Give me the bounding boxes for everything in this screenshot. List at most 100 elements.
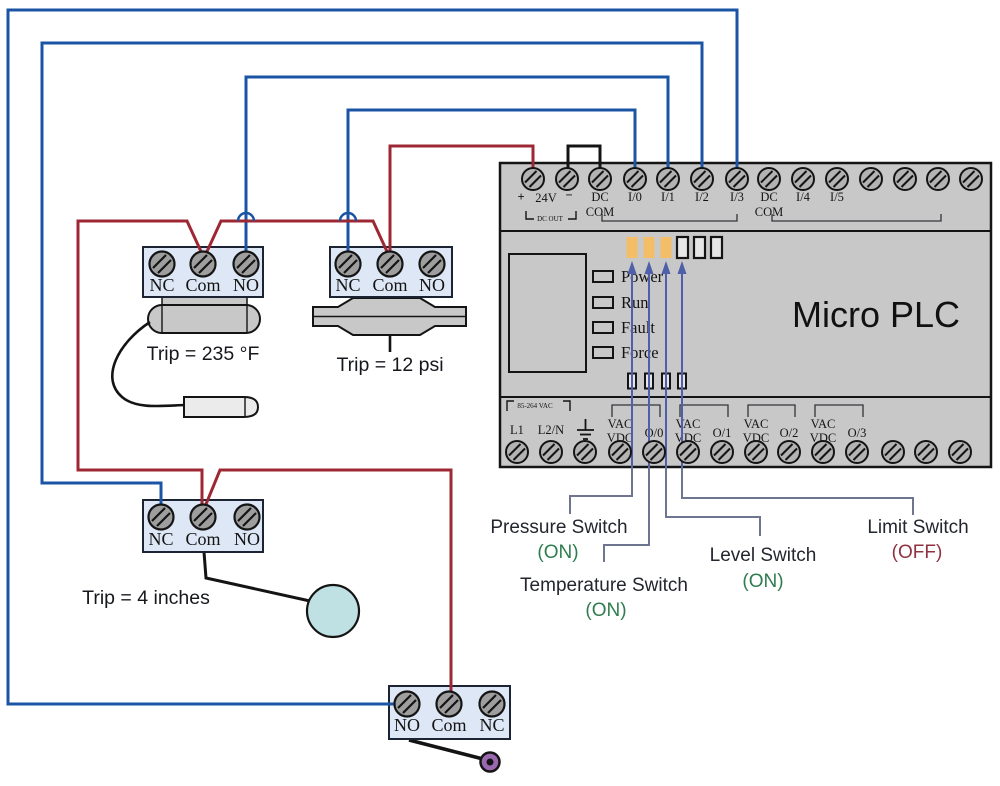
vdc1: VDC bbox=[607, 431, 633, 445]
dc-out-label: DC OUT bbox=[537, 215, 564, 223]
terminal-o3 bbox=[845, 440, 869, 464]
wires bbox=[6, 8, 739, 706]
arrowhead-temp bbox=[644, 261, 654, 274]
dc-com1-com: COM bbox=[586, 205, 614, 219]
temp-com-label: Com bbox=[185, 275, 220, 295]
wire-hop-1 bbox=[236, 211, 256, 222]
level-trip-label: Trip = 4 inches bbox=[82, 587, 210, 609]
wire-i2-level-nc bbox=[40, 41, 704, 511]
terminal-bspare-3 bbox=[948, 440, 972, 464]
temperature-switch-label: Temperature Switch bbox=[520, 575, 688, 596]
indicator-i3-off bbox=[675, 235, 690, 260]
vdc4: VDC bbox=[810, 431, 836, 445]
terminal-dc-com-1 bbox=[588, 167, 612, 191]
terminal-i0 bbox=[623, 167, 647, 191]
connector-temp-label bbox=[603, 467, 650, 562]
arrowhead-limit bbox=[677, 261, 687, 274]
rating-bracket-left bbox=[506, 400, 514, 411]
pressure-switch-label: Pressure Switch bbox=[490, 517, 627, 538]
output0-bracket bbox=[611, 404, 661, 417]
vac3: VAC bbox=[744, 417, 769, 431]
input-group1-bracket bbox=[601, 214, 738, 222]
terminal-i2 bbox=[690, 167, 714, 191]
o2-label: O/2 bbox=[780, 426, 799, 440]
plus-label: + bbox=[517, 190, 524, 204]
pressure-switch-state: (ON) bbox=[537, 542, 578, 563]
pressure-nc-label: NC bbox=[335, 275, 360, 295]
switch-annotations: Pressure Switch (ON) Temperature Switch … bbox=[490, 517, 968, 621]
plc-body bbox=[498, 161, 993, 469]
wire-i0-pressure-nc bbox=[346, 108, 637, 258]
temp-no-screw bbox=[232, 250, 260, 278]
connector-level-label bbox=[665, 467, 761, 536]
dc-com2-dc: DC bbox=[760, 190, 777, 204]
pressure-no-label: NO bbox=[419, 275, 445, 295]
force-led-label: Force bbox=[621, 343, 659, 362]
pressure-com-screw bbox=[376, 250, 404, 278]
wire-i1-temp-no bbox=[244, 75, 670, 258]
terminal-ground bbox=[573, 440, 597, 464]
terminal-o1 bbox=[710, 440, 734, 464]
i5-label: I/5 bbox=[830, 190, 844, 204]
dc-com2-com: COM bbox=[755, 205, 783, 219]
output1-bracket bbox=[679, 404, 729, 417]
level-no-screw bbox=[233, 503, 261, 531]
terminal-o2 bbox=[777, 440, 801, 464]
float-arm bbox=[202, 551, 311, 603]
dc-com1-dc: DC bbox=[591, 190, 608, 204]
temp-capillary-wire bbox=[111, 320, 185, 408]
limit-no-label: NO bbox=[394, 715, 420, 735]
i2-label: I/2 bbox=[695, 190, 709, 204]
plc-module-panel bbox=[508, 253, 587, 373]
level-nc-screw bbox=[147, 503, 175, 531]
dc-com-jumper-wire bbox=[566, 144, 602, 171]
block-terminal-labels: NC Com NO NC Com NO NC Com NO NO Com NC bbox=[148, 275, 504, 735]
vac4: VAC bbox=[811, 417, 836, 431]
limit-no-screw bbox=[393, 690, 421, 718]
micro-plc: Power Run Fault Force Micro PLC + 24V − bbox=[498, 161, 993, 469]
terminal-spare-4 bbox=[959, 167, 983, 191]
arrowhead-level bbox=[661, 261, 671, 274]
terminal-24v-minus bbox=[555, 167, 579, 191]
arrowhead-pressure bbox=[627, 261, 637, 274]
pressure-com-label: Com bbox=[372, 275, 407, 295]
terminal-dc-com-2 bbox=[757, 167, 781, 191]
vac-rating-label: 85-264 VAC bbox=[517, 402, 553, 410]
temp-com-screw bbox=[189, 250, 217, 278]
limit-lever bbox=[408, 738, 484, 761]
temp-nc-label: NC bbox=[149, 275, 174, 295]
wire-24v-pressure-com bbox=[388, 144, 535, 258]
indicator-arrows bbox=[569, 261, 914, 562]
wire-hop-2 bbox=[338, 211, 358, 222]
input-group2-bracket bbox=[771, 214, 942, 222]
run-led-icon bbox=[592, 296, 614, 309]
temp-nc-screw bbox=[148, 250, 176, 278]
power-led-label: Power bbox=[621, 267, 664, 286]
limit-switch-state: (OFF) bbox=[892, 542, 943, 563]
power-led-icon bbox=[592, 270, 614, 283]
terminal-24v-plus bbox=[521, 167, 545, 191]
limit-com-screw bbox=[435, 690, 463, 718]
fault-led-icon bbox=[592, 321, 614, 334]
limit-com-label: Com bbox=[431, 715, 466, 735]
i1-label: I/1 bbox=[661, 190, 675, 204]
wire-com-daisy-chain bbox=[76, 219, 453, 702]
terminal-l1 bbox=[505, 440, 529, 464]
terminal-i3 bbox=[725, 167, 749, 191]
l1-label: L1 bbox=[510, 423, 524, 437]
force-led-icon bbox=[592, 346, 614, 359]
i3-label: I/3 bbox=[730, 190, 744, 204]
temp-probe bbox=[183, 396, 260, 418]
indicator-i1-on bbox=[643, 237, 655, 258]
terminal-l2n bbox=[539, 440, 563, 464]
plc-title: Micro PLC bbox=[792, 294, 960, 335]
terminal-spare-1 bbox=[859, 167, 883, 191]
o1-label: O/1 bbox=[713, 426, 732, 440]
indicator-i4-off bbox=[692, 235, 707, 260]
indicator-i0-on bbox=[626, 237, 638, 258]
temperature-switch-state: (ON) bbox=[585, 600, 626, 621]
vac2: VAC bbox=[676, 417, 701, 431]
top-terminal-labels: + 24V − DC COM I/0 I/1 I/2 I/3 DC COM I/… bbox=[517, 188, 942, 223]
output2-bracket bbox=[747, 404, 796, 417]
